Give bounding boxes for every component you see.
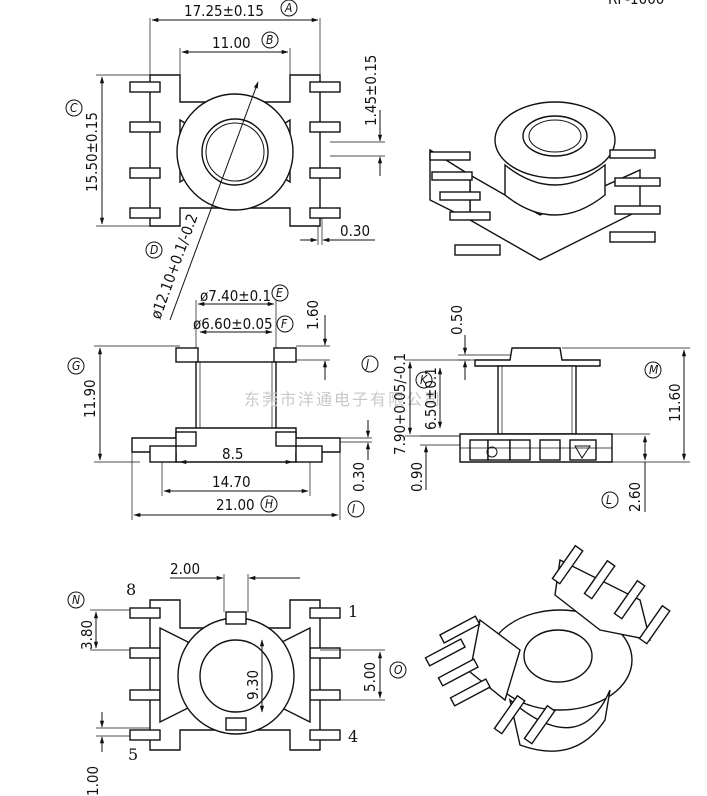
dim-pin-dim: 1.00: [84, 766, 102, 796]
pin-label-8: 8: [126, 580, 136, 599]
watermark: 东莞市洋通电子有限公司: [244, 390, 442, 409]
dim-tube-inner: ø6.60±0.05: [193, 315, 273, 333]
callout-m: M: [649, 363, 659, 377]
dim-pitch: 3.80: [78, 620, 96, 650]
callout-f: F: [281, 317, 288, 331]
dim-pin-width: 1.45±0.15: [362, 55, 380, 126]
dim-tube-outer: ø7.40±0.1: [200, 287, 271, 305]
dim-winding: 8.5: [222, 445, 243, 463]
dim-flange-height: 1.60: [304, 300, 322, 330]
dim-top-width: 17.25±0.15: [184, 2, 264, 20]
dim-front-height: 11.60: [666, 383, 684, 422]
callout-b: B: [266, 33, 273, 47]
dim-flange-diameter: ø12.10+0.1/-0.2: [147, 211, 202, 321]
dim-side-height: 11.90: [81, 379, 99, 418]
callout-o: O: [394, 663, 403, 677]
callout-c: C: [70, 101, 78, 115]
dim-bottom: 0.90: [408, 462, 426, 492]
front-view: 0.50 J 7.90+0.05/-0.1 K 6.50±0.1 0.90: [361, 305, 690, 512]
callout-j: J: [364, 357, 369, 371]
dim-core: 6.50±0.1: [422, 367, 440, 430]
callout-n: N: [72, 593, 80, 607]
dim-pin-length: 2.60: [626, 482, 644, 512]
dim-overall: 21.00: [216, 496, 255, 514]
isometric-view-bottom: [424, 544, 671, 752]
bottom-view: 2.00 3.80 N 1.00 9.30: [67, 560, 407, 796]
callout-e: E: [276, 286, 283, 300]
header-partial: RP-1000: [608, 0, 664, 8]
isometric-view-top: [429, 101, 661, 261]
callout-a: A: [284, 1, 292, 15]
callout-k: K: [420, 373, 428, 387]
top-view: 17.25±0.15 A 11.00 B 15.50±0.15 C 1.45±0…: [65, 0, 385, 321]
dim-slot: 2.00: [170, 560, 200, 578]
callout-h: H: [265, 497, 273, 511]
dim-base: 14.70: [212, 473, 251, 491]
dim-row: 5.00: [361, 662, 379, 692]
pin-label-1: 1: [348, 602, 358, 621]
dim-base-thickness: 0.30: [350, 462, 368, 492]
callout-g: G: [72, 359, 80, 373]
dim-top-inner: 11.00: [212, 34, 251, 52]
dim-span: 9.30: [244, 670, 262, 700]
callout-d: D: [150, 243, 158, 257]
pin-label-4: 4: [348, 727, 358, 746]
pin-label-5: 5: [128, 745, 138, 764]
dim-flange-top: 0.50: [448, 305, 466, 335]
dim-gap: 0.30: [340, 222, 370, 240]
side-view: ø7.40±0.1 E ø6.60±0.05 F 1.60 11.90 G: [67, 284, 372, 520]
dim-window: 7.90+0.05/-0.1: [391, 353, 409, 455]
callout-l: L: [606, 493, 612, 507]
dim-top-height: 15.50±0.15: [83, 112, 101, 192]
callout-i: I: [352, 502, 355, 516]
